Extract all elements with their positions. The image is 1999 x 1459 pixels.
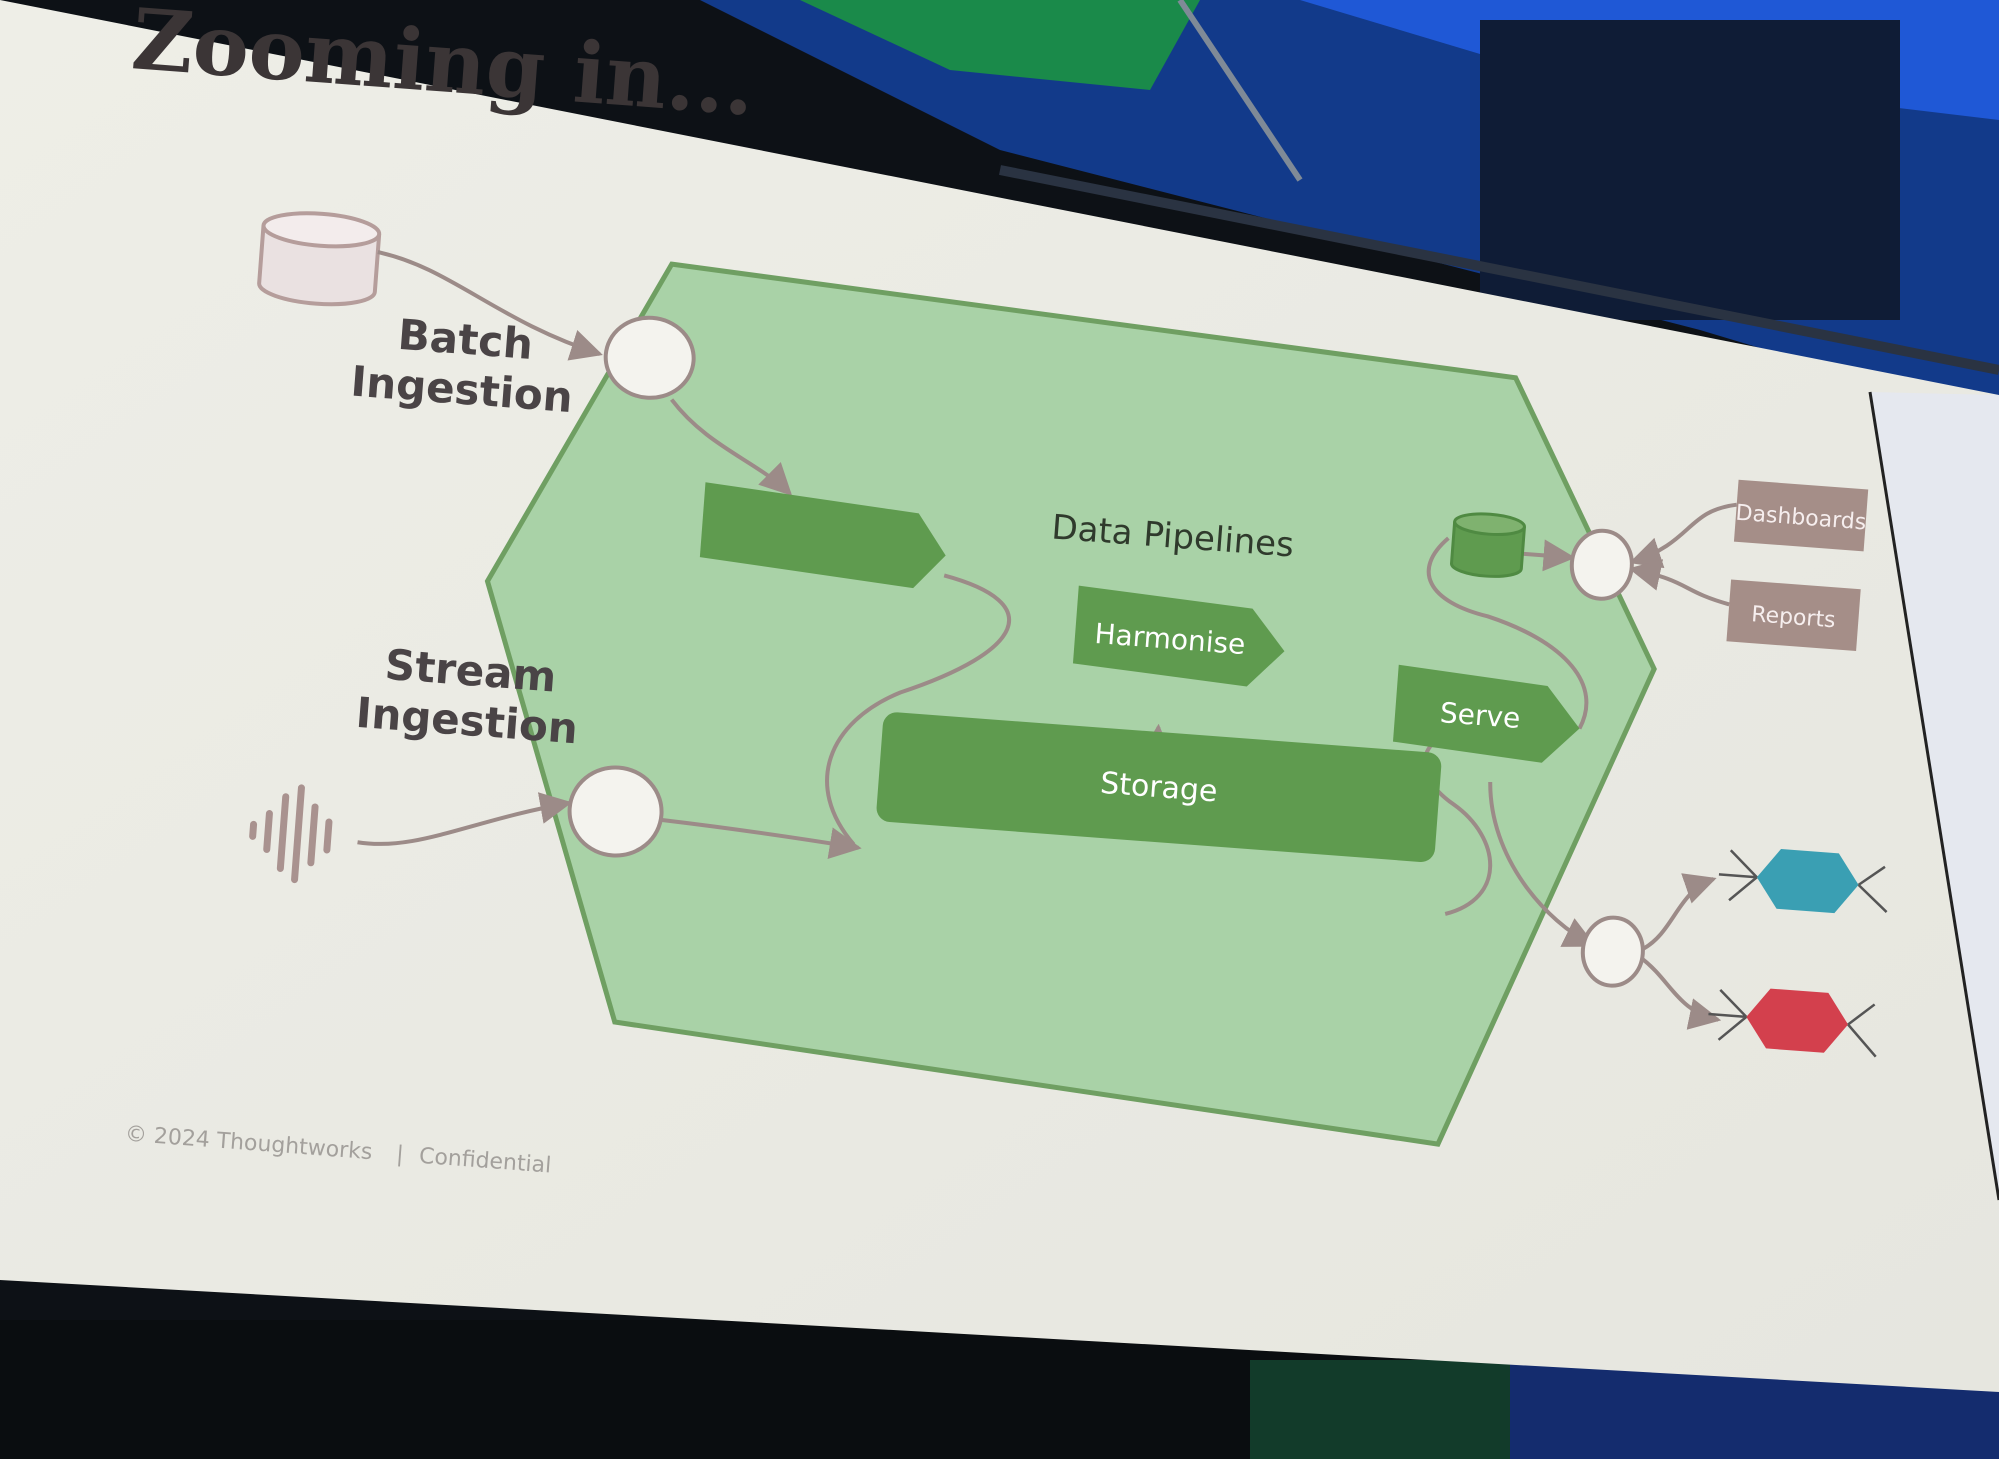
- dashboards-box: [1733, 479, 1869, 552]
- flow-connectors: [357, 250, 1737, 1030]
- database-cylinder-icon: [1450, 512, 1526, 578]
- batch-label: Batch: [396, 310, 535, 369]
- slide-content: Zooming in... Batch Ingestion Stream Ing…: [124, 0, 1888, 1179]
- dashboard-output-port: [1569, 528, 1634, 601]
- teal-data-product-hexagon: [1718, 848, 1888, 914]
- batch-input-port: [603, 315, 696, 400]
- reports-box: [1726, 579, 1861, 652]
- product-output-port: [1580, 915, 1645, 988]
- storage-box: [876, 712, 1442, 862]
- audio-waveform-icon: [249, 784, 333, 884]
- ingestion-pipeline-box: [699, 482, 946, 589]
- serve-label: Serve: [1439, 696, 1522, 735]
- serve-box: [1392, 664, 1580, 763]
- harmonise-box: [1072, 585, 1285, 687]
- red-data-product-hexagon: [1708, 988, 1877, 1058]
- footer-separator: |: [395, 1142, 404, 1167]
- database-cylinder-icon: [257, 211, 382, 307]
